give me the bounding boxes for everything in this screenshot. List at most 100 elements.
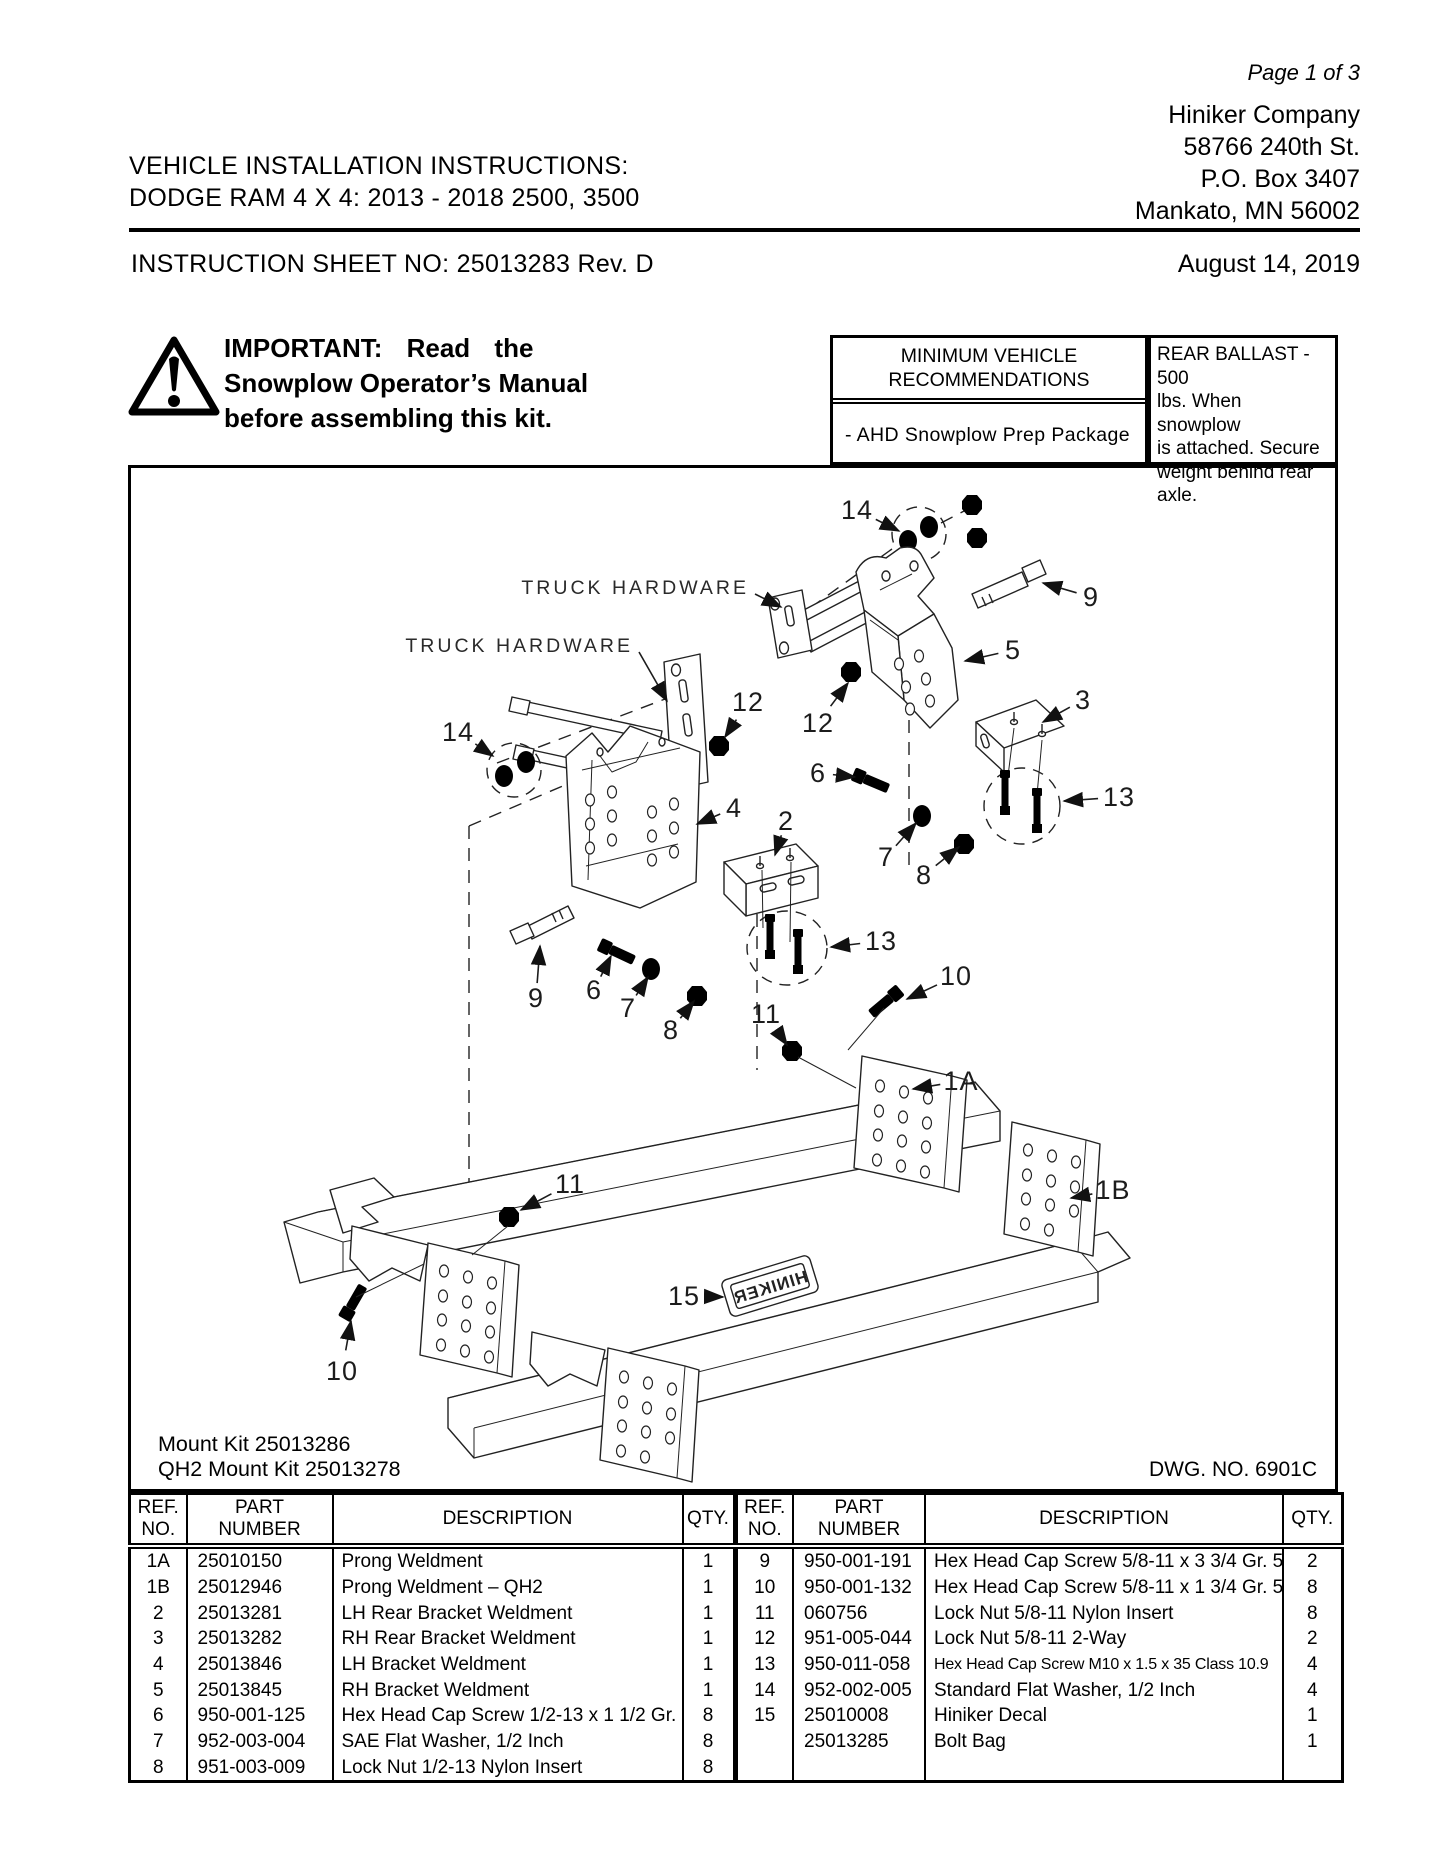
part-number-cell: 950-011-058 xyxy=(792,1651,926,1678)
callout-15: 15 xyxy=(668,1281,725,1311)
flat-washer-7-left-drawing xyxy=(642,958,660,980)
callout-text: 11 xyxy=(555,1169,585,1199)
cap-screw-9-left-drawing xyxy=(509,905,575,945)
company-city: Mankato, MN 56002 xyxy=(1134,197,1360,225)
page-indicator: Page 1 of 3 xyxy=(1247,60,1360,85)
qty-cell: 1 xyxy=(681,1574,735,1601)
callout-leader-arrow xyxy=(769,1024,788,1047)
description-cell: Bolt Bag xyxy=(924,1728,1284,1755)
callout-12: 12 xyxy=(724,687,763,739)
alignment-lines xyxy=(355,1007,885,1298)
prong-weldment-1b-drawing xyxy=(447,1121,1131,1483)
callout-9: 9 xyxy=(528,944,547,1013)
callout-14: 14 xyxy=(442,717,495,757)
part-number-cell: 25013845 xyxy=(185,1677,334,1703)
important-line-1: IMPORTANT: Read the xyxy=(224,333,534,363)
min-vehicle-box-title: MINIMUM VEHICLE RECOMMENDATIONS xyxy=(833,338,1145,404)
document-title: VEHICLE INSTALLATION INSTRUCTIONS: DODGE… xyxy=(129,150,640,214)
col-header-qty: QTY. xyxy=(681,1493,735,1549)
qty-cell: 1 xyxy=(681,1651,735,1678)
qty-cell: 8 xyxy=(1282,1600,1343,1626)
callout-7: 7 xyxy=(620,975,649,1023)
ref-no-cell xyxy=(735,1754,794,1782)
min-vehicle-item: - AHD Snowplow Prep Package xyxy=(845,424,1131,446)
callout-10: 10 xyxy=(326,1319,358,1386)
description-cell: Hex Head Cap Screw 5/8-11 x 1 3/4 Gr. 5 xyxy=(924,1574,1284,1601)
part-number-cell: 950-001-125 xyxy=(185,1702,334,1729)
ref-no-cell: 8 xyxy=(128,1754,188,1782)
callout-leader-arrow xyxy=(595,954,612,977)
callout-text: 10 xyxy=(326,1356,358,1386)
ref-no-cell: 14 xyxy=(735,1677,794,1703)
callout-leader-arrow xyxy=(773,834,789,857)
lh-bracket-weldment-4-drawing xyxy=(565,725,701,909)
callout-leader-arrow xyxy=(676,999,696,1021)
description-cell: Lock Nut 1/2-13 Nylon Insert xyxy=(331,1754,684,1782)
company-address-block: Hiniker Company 58766 240th St. P.O. Box… xyxy=(1135,99,1360,227)
description-cell: Hex Head Cap Screw 5/8-11 x 3 3/4 Gr. 5 xyxy=(924,1546,1284,1575)
qty-cell: 4 xyxy=(1282,1677,1343,1703)
qty-cell: 1 xyxy=(681,1546,735,1575)
cap-screw-6-right-drawing xyxy=(850,767,891,796)
callout-8: 8 xyxy=(916,845,961,890)
mount-kit-line-1: Mount Kit 25013286 xyxy=(158,1432,351,1456)
callout-text: 11 xyxy=(751,999,781,1029)
callout-8: 8 xyxy=(663,999,696,1045)
part-number-cell: 25012946 xyxy=(185,1574,334,1601)
callout-text: 7 xyxy=(878,842,894,872)
part-number-cell: 25013281 xyxy=(185,1600,334,1626)
callout-leader-arrow xyxy=(905,983,938,1000)
cap-screw-10-lower-drawing xyxy=(337,1282,370,1323)
description-cell: LH Bracket Weldment xyxy=(331,1651,684,1678)
callout-leader-arrow xyxy=(530,944,547,984)
ref-no-cell: 15 xyxy=(735,1702,794,1729)
callout-leader-arrow xyxy=(1062,791,1099,808)
description-cell: LH Rear Bracket Weldment xyxy=(331,1600,684,1626)
rh-rear-bracket-weldment-3-drawing xyxy=(975,699,1065,807)
rh-bracket-weldment-5-drawing xyxy=(855,546,959,729)
min-vehicle-title-line1: MINIMUM VEHICLE xyxy=(900,345,1078,367)
mount-kit-numbers: Mount Kit 25013286 QH2 Mount Kit 2501327… xyxy=(158,1432,401,1482)
drawing-number: DWG. NO. 6901C xyxy=(1148,1458,1317,1481)
ref-no-cell: 1B xyxy=(128,1574,188,1601)
lock-nut-8-left-drawing xyxy=(687,986,707,1006)
callout-text: 4 xyxy=(726,793,742,823)
cap-screw-10-upper-drawing xyxy=(866,984,905,1020)
ref-no-cell: 7 xyxy=(128,1728,188,1755)
callout-1a: 1A xyxy=(911,1066,978,1096)
callout-9: 9 xyxy=(1041,580,1098,612)
callout-text: 8 xyxy=(916,860,932,890)
callout-2: 2 xyxy=(773,806,793,857)
ballast-line: is attached. Secure xyxy=(1157,438,1320,459)
part-number-cell: 25013282 xyxy=(185,1626,334,1652)
lock-nut-11-lower-drawing xyxy=(499,1207,519,1227)
title-line-1: VEHICLE INSTALLATION INSTRUCTIONS: xyxy=(129,152,629,180)
part-number-cell: 25010150 xyxy=(185,1546,334,1575)
callout-text: 1B xyxy=(1095,1175,1130,1205)
callout-leader-arrow xyxy=(1069,1186,1093,1203)
callout-text: 1A xyxy=(943,1066,978,1096)
warning-triangle-icon xyxy=(126,333,222,426)
callout-leader-arrow xyxy=(472,738,495,757)
qty-cell: 1 xyxy=(681,1677,735,1703)
mount-kit-line-2: QH2 Mount Kit 25013278 xyxy=(158,1457,401,1481)
description-cell: RH Bracket Weldment xyxy=(331,1677,684,1703)
ref-no-cell: 3 xyxy=(128,1626,188,1652)
ref-no-cell: 9 xyxy=(735,1546,794,1575)
ballast-line: axle. xyxy=(1157,485,1198,506)
callout-text: 3 xyxy=(1075,685,1091,715)
description-cell: Hex Head Cap Screw 1/2-13 x 1 1/2 Gr. 5 xyxy=(331,1702,684,1729)
callout-4: 4 xyxy=(695,793,742,825)
callout-leader-arrow xyxy=(695,809,721,825)
